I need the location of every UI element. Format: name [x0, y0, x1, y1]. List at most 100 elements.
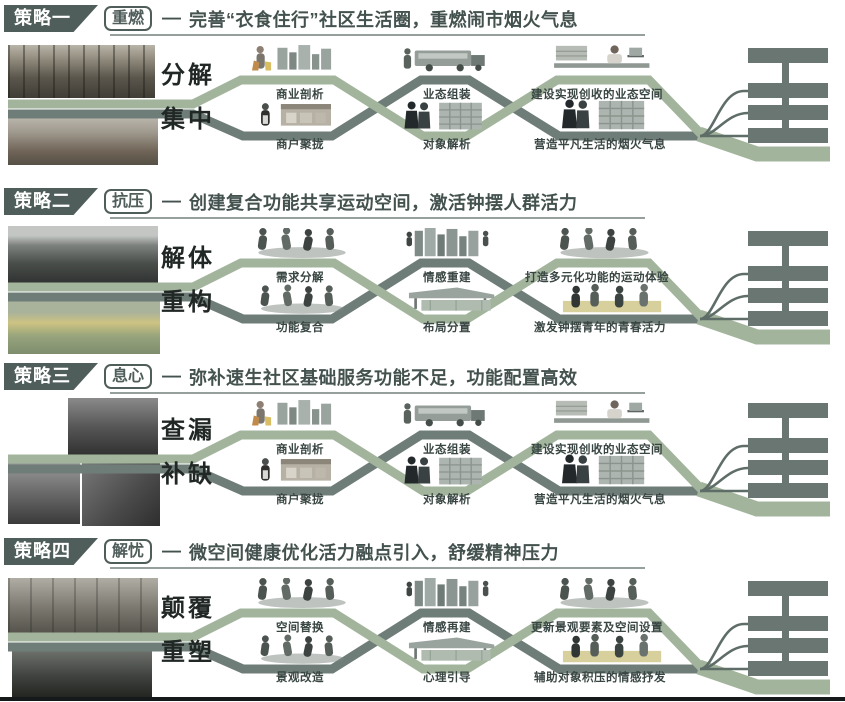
- cutout-skyline-icon: [406, 228, 489, 257]
- cutout-merchant-icon: [261, 103, 331, 126]
- header-underline: [110, 217, 645, 219]
- strategy-section-3: 策略三 息心 — 弥补速生社区基础服务功能不足，功能配置高效 查漏: [0, 363, 845, 538]
- braid-diagram: [0, 228, 845, 368]
- header-title: — 微空间健康优化活力融点引入，舒缓精神压力: [162, 538, 559, 565]
- keyword-box: 息心: [104, 364, 153, 389]
- strategy-2-content: 解体 重构 需求分解 功能复合 情感重建 布局分置 打造多元化功能的运动体验 激…: [0, 226, 845, 368]
- photo-sports-court: [8, 226, 158, 286]
- dash: —: [162, 190, 181, 212]
- strategy-description: 创建复合功能共享运动空间，激活钟摆人群活力: [189, 192, 578, 213]
- photo-fitness-playground: [8, 296, 160, 354]
- header-title: — 完善“衣食住行”社区生活圈，重燃闹市烟火气息: [162, 5, 578, 32]
- header-title: — 创建复合功能共享运动空间，激活钟摆人群活力: [162, 188, 578, 215]
- cutout-office-desk-icon: [553, 400, 651, 424]
- strategy-section-4: 策略四 解忧 — 微空间健康优化活力融点引入，舒缓精神压力 颠覆: [0, 538, 845, 702]
- cutout-food-truck-icon: [403, 403, 485, 427]
- strategy-3-content: 查漏 补缺 商业剖析 商户聚拢 业态组装 对象解析 建设实现创收的业态空间 营造…: [0, 398, 845, 540]
- node-label: 对象解析: [423, 494, 471, 506]
- cutout-jumping-people-icon: [559, 578, 649, 609]
- dash: —: [162, 7, 181, 29]
- node-label: 需求分解: [276, 272, 324, 284]
- node-label: 业态组装: [423, 89, 471, 101]
- keyword-box: 解忧: [104, 539, 153, 564]
- dash: —: [162, 540, 181, 562]
- side-word-top: 颠覆: [161, 595, 215, 622]
- cutout-jumping-people-icon: [559, 228, 649, 259]
- strategy-description: 微空间健康优化活力融点引入，舒缓精神压力: [189, 542, 559, 563]
- node-label: 更新景观要素及空间设置: [531, 622, 663, 634]
- node-label: 商户聚拢: [276, 494, 324, 506]
- cutout-cafe-people-icon: [561, 99, 645, 130]
- side-word-bottom: 补缺: [161, 461, 215, 488]
- strategy-2-header: 策略二 抗压 — 创建复合功能共享运动空间，激活钟摆人群活力: [0, 188, 845, 219]
- node-label: 营造平凡生活的烟火气息: [534, 139, 666, 151]
- strategy-badge: 策略一: [4, 5, 98, 32]
- node-label: 建设实现创收的业态空间: [531, 89, 663, 101]
- side-words: 解体 重构: [161, 244, 217, 317]
- side-word-bottom: 重构: [161, 289, 215, 316]
- node-label: 布局分置: [423, 322, 471, 334]
- bottom-rule: [0, 697, 845, 701]
- cutout-runners-icon: [257, 228, 346, 259]
- strategy-description: 完善“衣食住行”社区生活圈，重燃闹市烟火气息: [189, 9, 578, 30]
- cutout-food-truck-icon: [403, 48, 485, 72]
- side-word-top: 分解: [161, 62, 215, 89]
- cutout-skyline-icon: [406, 578, 489, 607]
- header-underline: [110, 567, 645, 569]
- node-label: 打造多元化功能的运动体验: [525, 272, 669, 284]
- strategy-4-content: 颠覆 重塑 空间替换 景观改造 情感再建 心理引导 更新景观要素及空间设置 辅助…: [0, 578, 845, 702]
- cutout-cafe-people-icon: [561, 454, 645, 485]
- keyword-box: 抗压: [104, 189, 153, 214]
- side-words: 查漏 补缺: [161, 416, 217, 489]
- cutout-business-pair-icon: [403, 456, 483, 486]
- photo-storefront: [8, 45, 155, 98]
- cutout-court-canopy-icon: [408, 636, 495, 662]
- node-label: 激发钟摆青年的青春活力: [534, 322, 666, 334]
- side-word-top: 查漏: [161, 417, 215, 444]
- side-word-bottom: 重塑: [161, 639, 215, 666]
- node-label: 情感再建: [423, 622, 471, 634]
- node-label: 建设实现创收的业态空间: [531, 444, 663, 456]
- cutout-court-canopy-icon: [408, 286, 495, 312]
- cutout-shopper-city-icon: [252, 400, 332, 426]
- node-label: 空间替换: [276, 622, 324, 634]
- strategy-section-2: 策略二 抗压 — 创建复合功能共享运动空间，激活钟摆人群活力 解体: [0, 188, 845, 363]
- cutout-shopper-city-icon: [252, 45, 332, 71]
- node-label: 情感重建: [423, 272, 471, 284]
- node-label: 商户聚拢: [276, 139, 324, 151]
- node-label: 辅助对象积压的情感抒发: [534, 672, 666, 684]
- dash: —: [162, 365, 181, 387]
- side-words: 颠覆 重塑: [161, 594, 217, 667]
- node-label: 景观改造: [276, 672, 324, 684]
- side-words: 分解 集中: [161, 61, 217, 134]
- node-label: 心理引导: [423, 672, 471, 684]
- strategy-1-content: 分解 集中 商业剖析 商户聚拢 业态组装 对象解析 建设实现创收的业态空间 营造…: [0, 45, 845, 185]
- strategy-description: 弥补速生社区基础服务功能不足，功能配置高效: [189, 367, 578, 388]
- photo-people-bw: [68, 398, 158, 456]
- keyword-box: 重燃: [104, 6, 153, 31]
- cutout-merchant-icon: [261, 458, 331, 481]
- cutout-runners-icon: [257, 578, 346, 609]
- strategy-badge: 策略二: [4, 188, 98, 215]
- strategy-badge: 策略四: [4, 538, 98, 565]
- node-label: 功能复合: [276, 322, 324, 334]
- strategy-3-header: 策略三 息心 — 弥补速生社区基础服务功能不足，功能配置高效: [0, 363, 845, 394]
- strategy-4-header: 策略四 解忧 — 微空间健康优化活力融点引入，舒缓精神压力: [0, 538, 845, 569]
- node-label: 商业剖析: [276, 444, 324, 456]
- cutout-basketball-players-icon: [562, 283, 662, 313]
- side-word-top: 解体: [161, 245, 215, 272]
- header-underline: [110, 34, 645, 36]
- photo-cafe-interior: [8, 110, 158, 165]
- photo-market-stalls: [8, 578, 158, 638]
- strategy-1-header: 策略一 重燃 — 完善“衣食住行”社区生活圈，重燃闹市烟火气息: [0, 5, 845, 36]
- cutout-office-desk-icon: [553, 45, 651, 69]
- strategy-section-1: 策略一 重燃 — 完善“衣食住行”社区生活圈，重燃闹市烟火气息 分解: [0, 5, 845, 180]
- braid-diagram: [0, 400, 845, 540]
- braid-diagram: [0, 45, 845, 185]
- header-underline: [110, 392, 645, 394]
- node-label: 业态组装: [423, 444, 471, 456]
- node-label: 商业剖析: [276, 89, 324, 101]
- strategy-badge: 策略三: [4, 363, 98, 390]
- node-label: 营造平凡生活的烟火气息: [534, 494, 666, 506]
